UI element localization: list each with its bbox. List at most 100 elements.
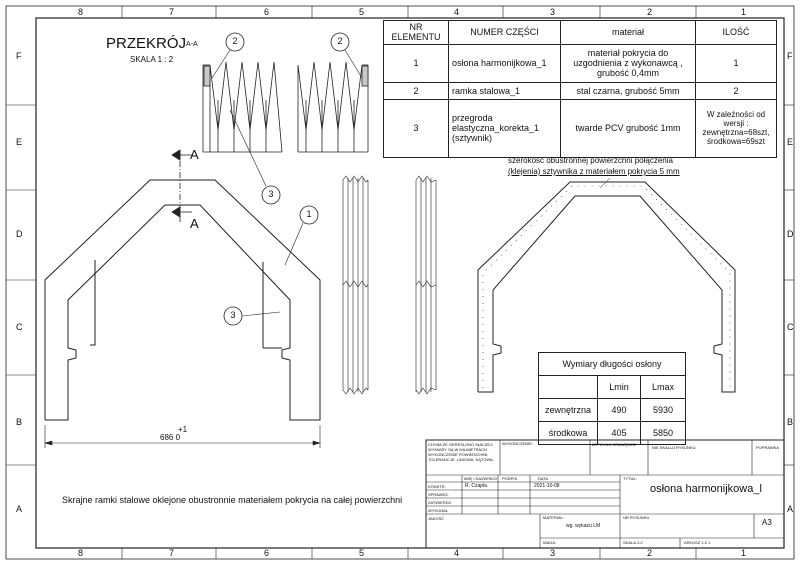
leader-lines [211,49,363,317]
balloon-circles [223,32,350,326]
dims-cell: 405 [597,421,641,445]
tb-general-note: CHYBA ŻE OKREŚLONO INACZEJ: WYMIARY SĄ W… [428,442,494,462]
bom-cell: 2 [383,81,449,100]
tb-title: osłona harmonijkowa_l [650,483,762,495]
bom-cell: ramka stalowa_1 [448,81,561,100]
bom-cell: twarde PCV grubość 1mm [560,98,696,158]
bom-header: ILOŚĆ [695,20,777,45]
dimension-line [43,425,322,448]
note-leader [599,177,611,189]
col-label: 3 [550,7,556,17]
row-label: E [787,137,794,147]
dimension-value: 686 0 [160,433,181,442]
cut-letter-bottom: A [190,216,199,231]
bom-header: NUMER CZĘŚCI [448,20,561,45]
bottom-note: Skrajne ramki stalowe oklejone obustronn… [62,495,403,505]
col-label: 8 [78,548,84,558]
title-block-grid [425,439,785,549]
bom-row: 3 przegroda elastyczna_korekta_1 (sztywn… [383,98,777,158]
section-scale: SKALA 1 : 2 [130,55,174,64]
dims-row: zewnętrzna 490 5930 [538,398,686,422]
row-label: A [16,504,23,514]
tb-title-label: TYTUŁ: [623,476,637,481]
bom-cell: materiał pokrycia do uzgodnienia z wykon… [560,43,696,83]
tb-approved: ZATWIERDZ. [428,500,453,505]
bom-cell: 1 [383,43,449,83]
tb-hdr-date: DATA [538,476,549,481]
tb-revision: POPRAWKA [756,445,779,450]
col-label: 5 [359,548,365,558]
dims-header [538,375,598,399]
length-dimensions-table: Wymiary długości osłony Lmin Lmax zewnęt… [538,352,686,445]
tb-scale-label: SKALA:1:2 [623,540,643,545]
bom-cell: przegroda elastyczna_korekta_1 (sztywnik… [448,98,561,158]
section-profile [44,179,321,421]
pleat-detail-left [202,61,283,153]
row-label: D [16,229,23,239]
dimension-tolerance: +1 [178,425,188,434]
bom-table: NR ELEMENTU NUMER CZĘŚCI materiał ILOŚĆ … [383,20,777,158]
tb-hdr-name: IMIĘ I NAZWISKO [464,476,497,481]
bom-cell: stal czarna, grubość 5mm [560,81,696,100]
tb-drawing-no-label: NR RYSUNKU [623,515,650,520]
col-label: 1 [741,548,747,558]
column-ticks [6,6,794,559]
col-label: 5 [359,7,365,17]
bom-cell: W zależności od wersji : zewnętrzna=68sz… [695,98,777,158]
outer-frame [5,5,795,560]
row-label: F [787,51,793,61]
tb-drawn: KONSTR. [428,484,446,489]
dims-row: środkowa 405 5850 [538,421,686,445]
row-label: D [787,229,794,239]
tb-deburr: ZEPCHNIJ KRAWĘDZIE [592,442,637,447]
col-label: 7 [169,7,175,17]
dims-cell: środkowa [538,421,598,445]
tb-sheet-label: ARKUSZ 1 Z 1 [684,540,711,545]
col-label: 4 [454,7,460,17]
dims-cell: 490 [597,398,641,422]
col-label: 7 [169,548,175,558]
col-label: 2 [647,548,653,558]
row-label: C [787,322,794,332]
inner-border [35,17,785,549]
dims-header: Lmax [640,375,686,399]
col-label: 6 [264,7,270,17]
balloon-label: 2 [337,36,343,46]
section-title: PRZEKRÓJ [106,35,187,52]
bom-header: materiał [560,20,696,45]
cut-letter-top: A [190,147,199,162]
pleat-detail-right [297,61,369,153]
bom-cell: osłona harmonijkowa_1 [448,43,561,83]
dims-header: Lmin [597,375,641,399]
bom-row: 2 ramka stalowa_1 stal czarna, grubość 5… [383,81,777,100]
right-profile [477,181,736,393]
balloon-label: 3 [230,310,236,320]
balloon-label: 2 [232,36,238,46]
col-label: 2 [647,7,653,17]
dims-title: Wymiary długości osłony [538,352,686,376]
side-view-stack-2 [415,175,437,395]
row-label: E [16,137,23,147]
col-label: 1 [741,7,747,17]
tb-hdr-sign: PODPIS [502,476,518,481]
tb-mfg: WYKONAŁ [428,508,449,513]
bom-row: 1 osłona harmonijkowa_1 materiał pokryci… [383,43,777,83]
col-label: 4 [454,548,460,558]
tb-size: A3 [762,518,772,527]
balloon-label: 1 [306,209,312,219]
tb-material-label: MATERIAŁ: [543,515,564,520]
section-cut-line [171,149,192,222]
row-label: A [787,504,794,514]
bom-cell: 3 [383,98,449,158]
width-note-line2: (klejenia) sztywnika z materiałem pokryc… [508,167,680,176]
dims-cell: 5850 [640,421,686,445]
tb-dont-scale: NIE SKALUJ RYSUNKU [652,445,696,450]
row-label: B [16,417,23,427]
tb-material: wg. wykazu LM [566,523,601,529]
tb-weight-label: WAGA: [543,540,557,545]
bom-cell: 2 [695,81,777,100]
bom-header: NR ELEMENTU [383,20,449,45]
col-label: 8 [78,7,84,17]
